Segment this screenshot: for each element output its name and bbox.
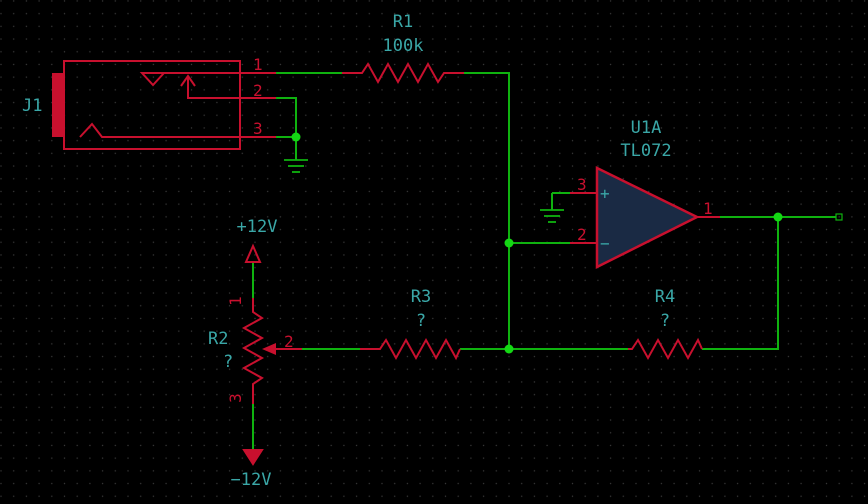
r1-zigzag [342, 61, 464, 85]
wire-r1-to-node[interactable] [464, 72, 510, 349]
r2-pin-2: 2 [284, 332, 294, 351]
ground-symbol-j1 [284, 159, 308, 173]
j1-sleeve [52, 73, 64, 137]
u1a-pins [570, 192, 720, 244]
power-plus12v[interactable]: +12V [237, 217, 278, 263]
output-terminal[interactable] [835, 213, 843, 221]
component-r2[interactable]: 1 2 3 R2 ? [208, 296, 302, 404]
j1-pin-3: 3 [253, 119, 263, 138]
component-r4[interactable]: R4 ? [628, 287, 703, 361]
junctions [291, 132, 783, 354]
r4-zigzag [628, 337, 703, 361]
j1-switch-contact [180, 74, 240, 99]
u1a-triangle [595, 165, 700, 270]
r2-pin-3: 3 [226, 393, 245, 403]
j1-tip-contact [139, 72, 240, 87]
r2-reference: R2 [208, 329, 228, 349]
minus12v-arrow-icon [242, 449, 264, 466]
junction-dot [504, 344, 514, 354]
junction-dot [504, 238, 514, 248]
u1a-minus-sign: − [600, 234, 610, 253]
wires [252, 72, 836, 450]
u1a-reference: U1A [631, 118, 662, 138]
junction-dot [773, 212, 783, 222]
u1a-pin-3: 3 [577, 175, 587, 194]
u1a-pin-1: 1 [703, 199, 713, 218]
j1-pin-2: 2 [253, 81, 263, 100]
plus12v-label: +12V [237, 217, 278, 237]
r2-value: ? [223, 352, 233, 372]
j1-reference: J1 [22, 96, 42, 116]
j1-pins [240, 72, 276, 138]
u1a-value: TL072 [620, 141, 671, 161]
j1-pin-1: 1 [253, 55, 263, 74]
r3-zigzag [360, 337, 461, 361]
wire-j1-pin2[interactable] [276, 97, 297, 137]
junction-dot [291, 132, 301, 142]
r2-pin-1: 1 [226, 296, 245, 306]
minus12v-label: −12V [231, 470, 272, 490]
j1-body [63, 60, 241, 150]
u1a-plus-sign: + [600, 184, 610, 203]
component-j1[interactable]: 1 2 3 J1 [22, 55, 276, 150]
r4-value: ? [660, 311, 670, 331]
wire-feedback-r4[interactable] [702, 217, 779, 350]
component-r1[interactable]: R1 100k [342, 12, 464, 85]
r1-reference: R1 [393, 12, 413, 32]
plus12v-arrow-icon [244, 243, 262, 263]
component-r3[interactable]: R3 ? [360, 287, 461, 361]
u1a-pin-2: 2 [577, 225, 587, 244]
ground-symbol-opamp [540, 209, 564, 223]
component-u1a[interactable]: 3 2 1 + − U1A TL072 [570, 118, 720, 270]
r3-reference: R3 [411, 287, 431, 307]
r1-value: 100k [383, 36, 424, 56]
power-minus12v[interactable]: −12V [231, 449, 272, 490]
j1-sleeve-contact [79, 122, 240, 138]
r2-zigzag [241, 298, 265, 404]
r3-value: ? [416, 311, 426, 331]
r2-wiper-arrow [262, 343, 276, 355]
r4-reference: R4 [655, 287, 675, 307]
